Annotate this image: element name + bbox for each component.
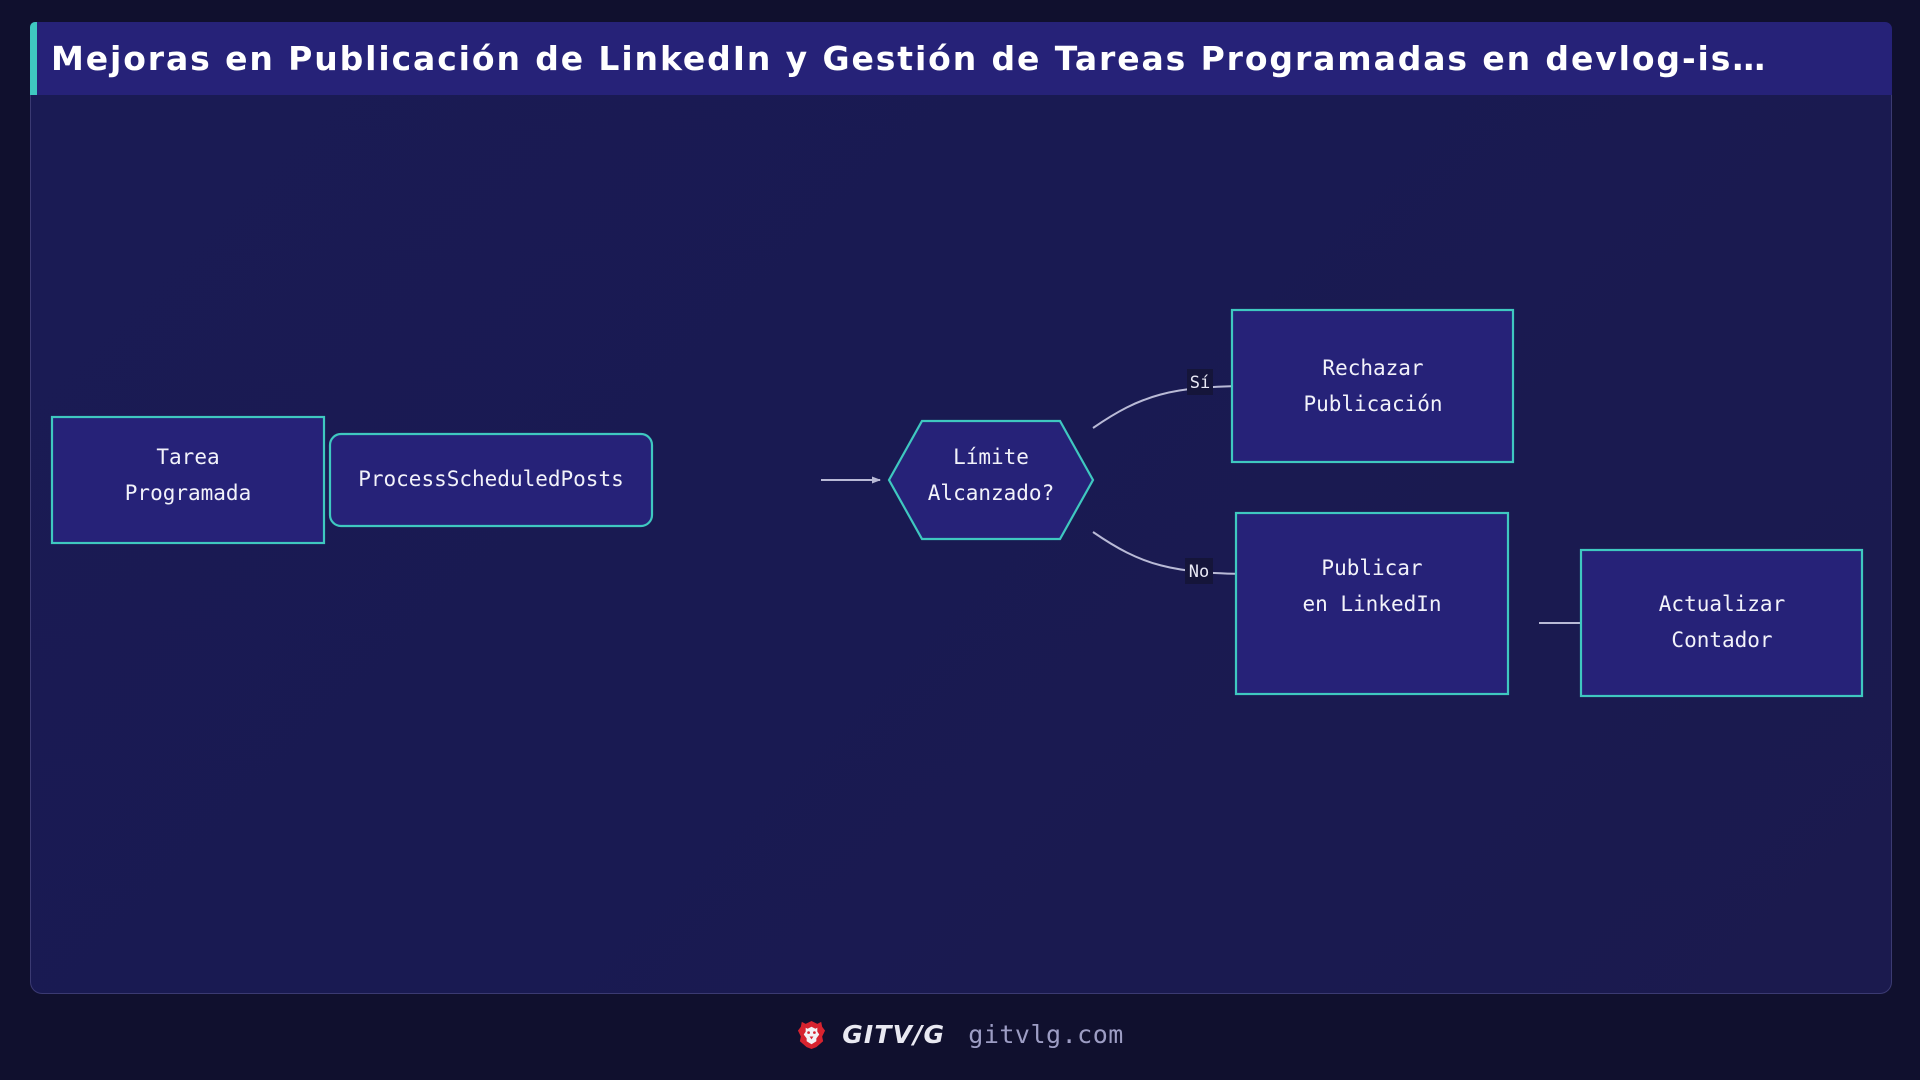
node-publicar-en-linkedin-line1: Publicar	[1321, 556, 1422, 580]
flowchart-canvas: Sí No Tarea Programada ProcessScheduledP…	[50, 308, 1864, 698]
edge-label-no: No	[1185, 558, 1213, 584]
title-accent-bar	[30, 22, 37, 95]
edge-label-no-text: No	[1189, 562, 1209, 582]
slide-title-bar: Mejoras en Publicación de LinkedIn y Ges…	[30, 22, 1892, 95]
page-title: Mejoras en Publicación de LinkedIn y Ges…	[51, 39, 1768, 78]
edge-label-no-bg	[1185, 558, 1213, 584]
node-rechazar-publicacion-line1: Rechazar	[1322, 356, 1423, 380]
edge-limite-si-to-rechazar	[1092, 382, 1254, 429]
node-process-scheduled-posts-shape	[328, 432, 654, 528]
node-rechazar-publicacion-shape	[1230, 308, 1515, 464]
brand-name: GITV/G	[842, 1019, 946, 1049]
node-limite-alcanzado-line1: Límite	[953, 445, 1029, 469]
node-limite-alcanzado-shape	[887, 419, 1095, 541]
brand-url: gitvlg.com	[968, 1019, 1124, 1049]
node-publicar-en-linkedin-line2: en LinkedIn	[1302, 592, 1441, 616]
node-tarea-programada-shape	[50, 415, 326, 545]
node-publicar-en-linkedin-shape	[1234, 511, 1510, 696]
diagram-panel: Sí No Tarea Programada ProcessScheduledP…	[30, 95, 1892, 994]
node-process-scheduled-posts[interactable]: ProcessScheduledPosts	[328, 432, 654, 528]
edge-limite-no-to-publicar	[1092, 531, 1259, 578]
presentation-card: Mejoras en Publicación de LinkedIn y Ges…	[30, 22, 1892, 994]
edge-label-si-bg	[1187, 369, 1213, 395]
node-rechazar-publicacion[interactable]: Rechazar Publicación	[1230, 308, 1515, 464]
node-actualizar-contador-line1: Actualizar	[1659, 592, 1785, 616]
node-tarea-programada[interactable]: Tarea Programada	[50, 415, 326, 545]
edge-label-si-text: Sí	[1190, 373, 1210, 393]
edge-label-si: Sí	[1187, 369, 1213, 395]
node-actualizar-contador[interactable]: Actualizar Contador	[1579, 548, 1864, 698]
node-process-scheduled-posts-line1: ProcessScheduledPosts	[358, 467, 624, 491]
node-tarea-programada-line1: Tarea	[156, 445, 219, 469]
node-actualizar-contador-shape	[1579, 548, 1864, 698]
lion-logo-icon	[798, 1020, 826, 1049]
node-limite-alcanzado[interactable]: Límite Alcanzado?	[887, 419, 1095, 541]
node-rechazar-publicacion-line2: Publicación	[1303, 392, 1442, 416]
footer-branding: GITV/G gitvlg.com	[0, 1004, 1920, 1064]
node-actualizar-contador-line2: Contador	[1671, 628, 1772, 652]
node-tarea-programada-line2: Programada	[125, 481, 251, 505]
node-publicar-en-linkedin[interactable]: Publicar en LinkedIn	[1234, 511, 1510, 696]
node-limite-alcanzado-line2: Alcanzado?	[928, 481, 1054, 505]
